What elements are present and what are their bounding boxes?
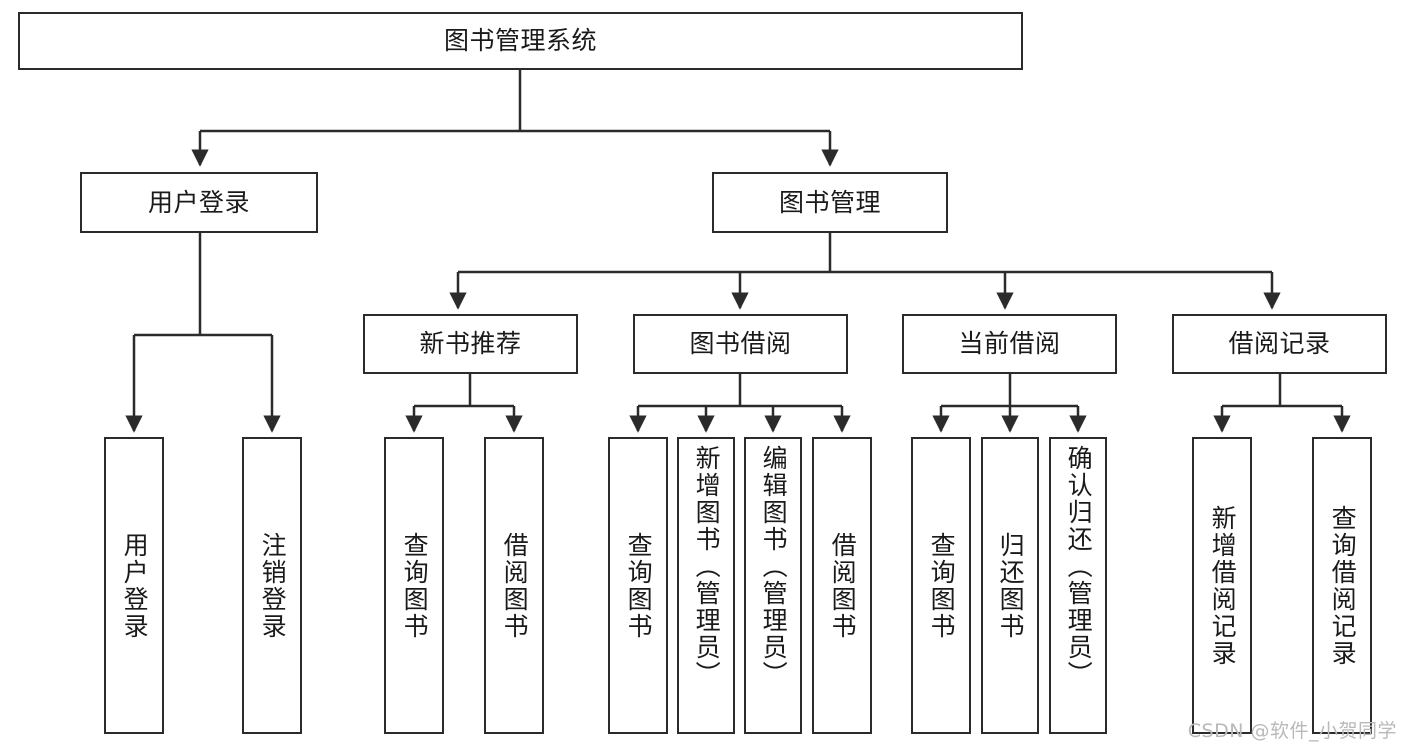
- leaf-borrow-borrow-book-label: 借阅图书: [828, 531, 858, 640]
- leaf-user-logout[interactable]: 注销登录: [242, 437, 302, 734]
- leaf-current-query-book[interactable]: 查询图书: [911, 437, 971, 734]
- leaf-borrow-add-book[interactable]: 新增图书（管理员）: [677, 437, 735, 734]
- leaf-borrow-add-book-label: 新增图书（管理员）: [692, 445, 722, 688]
- node-current-borrowing-label: 当前借阅: [958, 329, 1061, 359]
- node-root-label: 图书管理系统: [443, 26, 597, 56]
- node-borrowing-records-label: 借阅记录: [1228, 329, 1331, 359]
- leaf-records-query-record-label: 查询借阅记录: [1328, 504, 1358, 667]
- leaf-current-return-book[interactable]: 归还图书: [981, 437, 1039, 734]
- leaf-borrow-edit-book-label: 编辑图书（管理员）: [759, 445, 789, 688]
- leaf-current-confirm-return-label: 确认归还（管理员）: [1064, 445, 1094, 688]
- node-borrowing-records[interactable]: 借阅记录: [1172, 314, 1387, 374]
- node-book-borrowing-label: 图书借阅: [689, 329, 792, 359]
- leaf-records-add-record[interactable]: 新增借阅记录: [1192, 437, 1252, 734]
- node-new-book-recommendation[interactable]: 新书推荐: [363, 314, 578, 374]
- leaf-borrow-borrow-book[interactable]: 借阅图书: [812, 437, 872, 734]
- leaf-newbook-query-book[interactable]: 查询图书: [384, 437, 444, 734]
- node-root[interactable]: 图书管理系统: [18, 12, 1023, 70]
- leaf-borrow-edit-book[interactable]: 编辑图书（管理员）: [744, 437, 802, 734]
- leaf-newbook-query-book-label: 查询图书: [400, 531, 430, 640]
- node-new-book-recommendation-label: 新书推荐: [419, 329, 522, 359]
- node-current-borrowing[interactable]: 当前借阅: [902, 314, 1117, 374]
- watermark-text: CSDN @软件_小贺同学: [1187, 720, 1397, 742]
- leaf-user-login[interactable]: 用户登录: [104, 437, 164, 734]
- leaf-newbook-borrow-book[interactable]: 借阅图书: [484, 437, 544, 734]
- leaf-records-query-record[interactable]: 查询借阅记录: [1312, 437, 1372, 734]
- leaf-newbook-borrow-book-label: 借阅图书: [500, 531, 530, 640]
- leaf-borrow-query-book[interactable]: 查询图书: [608, 437, 668, 734]
- leaf-current-return-book-label: 归还图书: [996, 531, 1026, 640]
- node-book-management-label: 图书管理: [778, 187, 881, 217]
- node-book-management[interactable]: 图书管理: [712, 172, 948, 233]
- leaf-records-add-record-label: 新增借阅记录: [1208, 504, 1238, 667]
- leaf-user-login-label: 用户登录: [120, 531, 150, 640]
- leaf-user-logout-label: 注销登录: [258, 531, 288, 640]
- node-book-borrowing[interactable]: 图书借阅: [633, 314, 848, 374]
- leaf-current-query-book-label: 查询图书: [927, 531, 957, 640]
- node-user-login[interactable]: 用户登录: [80, 172, 318, 233]
- leaf-current-confirm-return[interactable]: 确认归还（管理员）: [1049, 437, 1107, 734]
- node-user-login-label: 用户登录: [147, 187, 250, 217]
- leaf-borrow-query-book-label: 查询图书: [624, 531, 654, 640]
